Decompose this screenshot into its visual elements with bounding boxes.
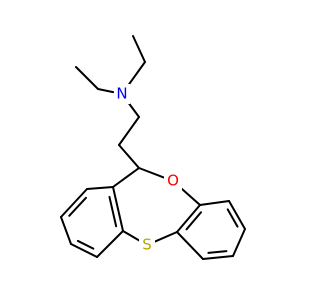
right-ring-bond-3 <box>232 228 246 257</box>
right-ring-bond-2 <box>202 255 234 260</box>
right-ring-double-1 <box>207 250 228 254</box>
left-ring-sulfur-bond <box>122 230 141 242</box>
sulfur-right-ring-bond <box>154 231 178 243</box>
nitrogen-label: N <box>116 85 127 103</box>
right-ring-bond-1 <box>176 231 204 260</box>
ethyl-bond-2b <box>97 88 115 94</box>
left-ring-bond-5 <box>96 230 124 258</box>
right-ring-double-3 <box>185 211 203 231</box>
oxygen-label: O <box>167 172 179 190</box>
left-ring-bond-2 <box>60 188 88 218</box>
c11-oxygen-bond <box>138 167 166 179</box>
left-ring-double-3 <box>108 195 118 228</box>
right-ring-double-2 <box>226 208 239 228</box>
chain-bond-2 <box>118 144 140 169</box>
bonds-group <box>60 35 246 260</box>
molecule-structure: N O S <box>60 35 246 260</box>
chain-bond-1 <box>118 116 140 146</box>
ethyl-bond-1b <box>126 61 146 88</box>
molecule-canvas: N O S <box>60 35 246 260</box>
sulfur-label: S <box>142 236 152 254</box>
left-ring-bond-4 <box>70 243 98 258</box>
left-ring-bond-1 <box>86 186 114 190</box>
oxygen-atom: O <box>164 171 182 191</box>
right-ring-bond-4 <box>228 200 246 230</box>
right-ring-bond-6 <box>176 204 201 233</box>
c11-ring-bond <box>112 167 140 188</box>
sulfur-atom: S <box>139 234 155 254</box>
ethyl-bond-2a <box>75 66 99 90</box>
left-ring-bond-6 <box>112 186 124 232</box>
left-ring-bond-3 <box>60 216 72 245</box>
oxygen-right-ring-bond <box>178 185 201 206</box>
nitrogen-atom: N <box>114 84 130 104</box>
left-ring-double-2 <box>76 239 95 250</box>
left-ring-double-1 <box>68 196 87 217</box>
right-ring-bond-5 <box>199 200 230 206</box>
ethyl-bond-1a <box>132 35 146 63</box>
atom-labels-group: N O S <box>114 84 182 254</box>
